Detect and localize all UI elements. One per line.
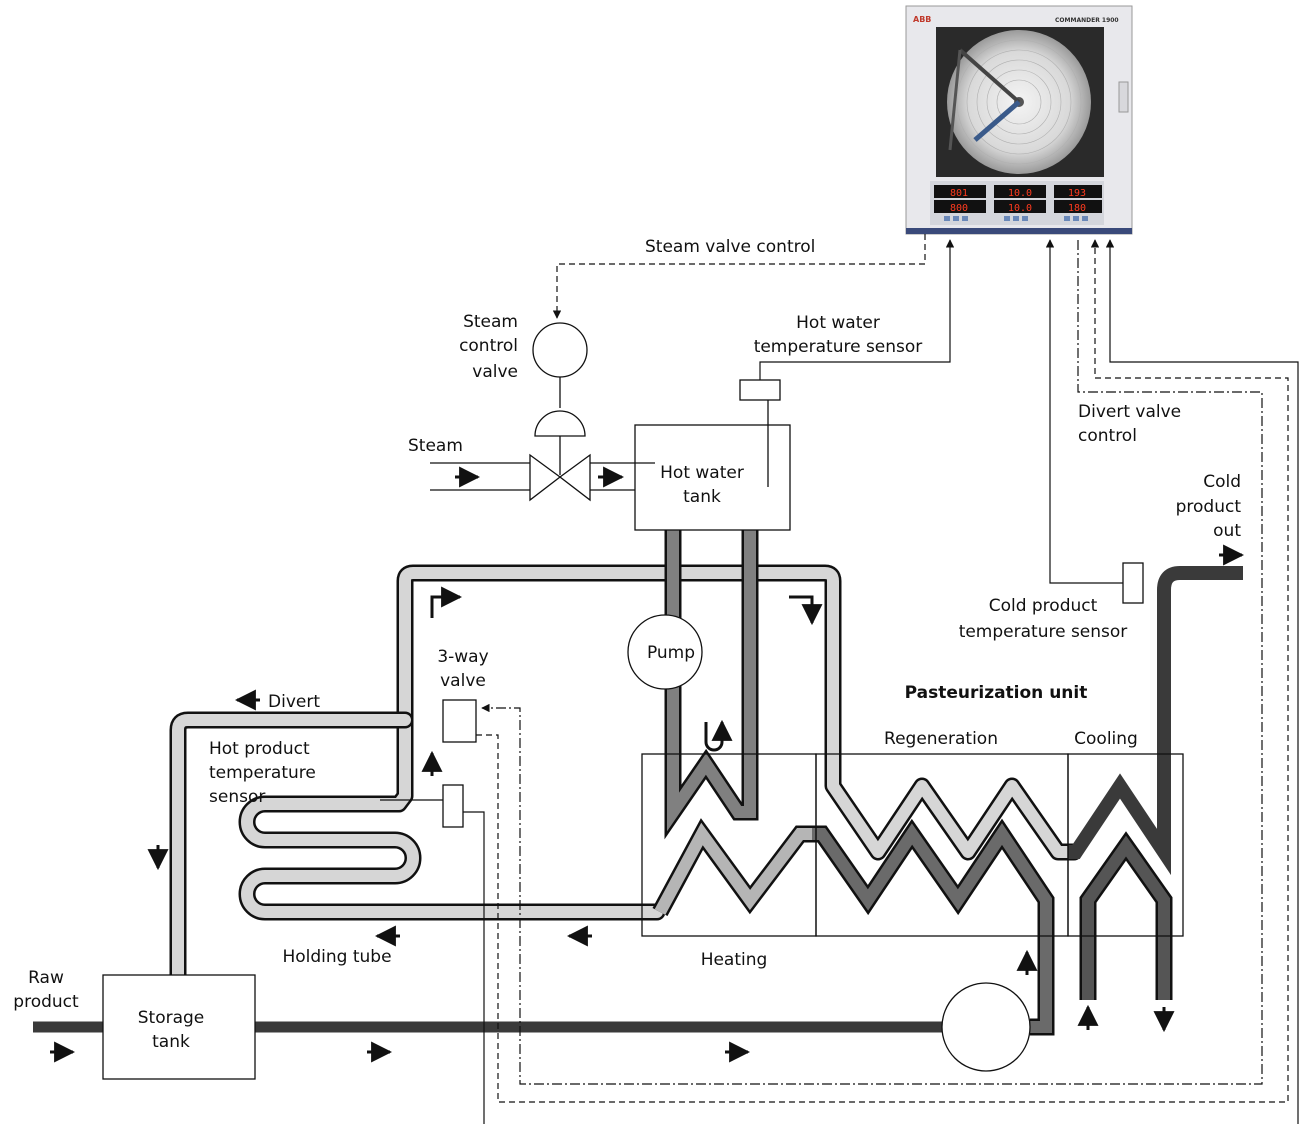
svg-text:10.0: 10.0 xyxy=(1008,188,1032,199)
feed-pump[interactable] xyxy=(941,982,1031,1072)
label-cold-product-sensor-2: temperature sensor xyxy=(959,622,1128,642)
label-cold-product-out-2: product xyxy=(1176,497,1242,517)
label-storage-tank-2: tank xyxy=(152,1032,190,1052)
label-hot-water-sensor-1: Hot water xyxy=(796,313,880,333)
flow-arrows xyxy=(50,466,1245,1063)
chart-recorder: ABB COMMANDER 1900 801 800 10.0 10.0 xyxy=(905,5,1133,235)
regeneration-section xyxy=(815,753,1069,937)
recorder-model: COMMANDER 1900 xyxy=(1055,17,1119,24)
label-pump: Pump xyxy=(647,643,695,663)
hot-water-pipe xyxy=(664,530,759,840)
pump[interactable] xyxy=(627,614,703,690)
label-cold-product-out-3: out xyxy=(1213,521,1241,541)
pasteurization-unit xyxy=(641,753,1184,937)
label-hot-water-tank-2: tank xyxy=(683,487,721,507)
hot-product-pipe xyxy=(169,564,1083,984)
hot-product-temperature-sensor xyxy=(442,784,464,828)
svg-text:10.0: 10.0 xyxy=(1008,203,1032,214)
svg-text:193: 193 xyxy=(1068,188,1086,199)
recorder-keypad[interactable] xyxy=(944,216,1088,221)
label-divert-valve-control-1: Divert valve xyxy=(1078,402,1181,422)
label-regeneration: Regeneration xyxy=(884,729,998,749)
cooling-section xyxy=(1067,753,1184,937)
label-divert-valve-control-2: control xyxy=(1078,426,1137,446)
label-holding-tube: Holding tube xyxy=(282,947,391,967)
recorder-door-handle[interactable] xyxy=(1118,81,1129,113)
recorder-chart-rings xyxy=(956,39,1082,165)
label-steam-control-valve-1: Steam xyxy=(463,312,518,332)
label-steam: Steam xyxy=(408,436,463,456)
hot-water-tank xyxy=(634,424,791,531)
label-raw-product-2: product xyxy=(13,992,79,1012)
signal-lines xyxy=(463,234,1299,1124)
svg-text:180: 180 xyxy=(1068,203,1086,214)
label-hot-product-sensor-3: sensor xyxy=(209,787,265,807)
recorder-display-3: 193 180 xyxy=(1054,185,1102,214)
steam-control-valve[interactable] xyxy=(529,322,591,502)
raw-product-pipe xyxy=(33,818,1055,1036)
label-divert: Divert xyxy=(268,692,320,712)
label-heating: Heating xyxy=(701,950,768,970)
label-hot-product-sensor-1: Hot product xyxy=(209,739,310,759)
label-steam-valve-control: Steam valve control xyxy=(645,237,815,257)
recorder-display-1: 801 800 xyxy=(934,185,986,214)
label-hot-water-tank-1: Hot water xyxy=(660,463,744,483)
three-way-valve[interactable] xyxy=(442,699,477,743)
label-storage-tank-1: Storage xyxy=(138,1008,205,1028)
label-cold-product-sensor-1: Cold product xyxy=(989,596,1098,616)
svg-text:801: 801 xyxy=(950,188,968,199)
cold-product-pipe xyxy=(1068,566,1243,1000)
recorder-display-2: 10.0 10.0 xyxy=(994,185,1046,214)
label-steam-control-valve-3: valve xyxy=(472,362,518,382)
steam-valve-positioner xyxy=(532,322,588,378)
label-three-way-valve-1: 3-way xyxy=(437,647,488,667)
label-pasteurization-unit: Pasteurization unit xyxy=(905,683,1088,703)
label-hot-water-sensor-2: temperature sensor xyxy=(754,337,923,357)
storage-tank xyxy=(102,974,256,1080)
hot-water-temperature-sensor xyxy=(739,379,781,401)
svg-text:800: 800 xyxy=(950,203,968,214)
label-three-way-valve-2: valve xyxy=(440,671,486,691)
recorder-brand: ABB xyxy=(913,15,931,24)
label-cooling: Cooling xyxy=(1074,729,1138,749)
label-cold-product-out-1: Cold xyxy=(1203,472,1241,492)
recorder-pen-arm xyxy=(958,48,1021,104)
label-steam-control-valve-2: control xyxy=(459,336,518,356)
label-hot-product-sensor-2: temperature xyxy=(209,763,316,783)
cold-product-temperature-sensor xyxy=(1122,562,1144,604)
label-raw-product-1: Raw xyxy=(28,968,64,988)
steam-lines xyxy=(430,462,655,491)
